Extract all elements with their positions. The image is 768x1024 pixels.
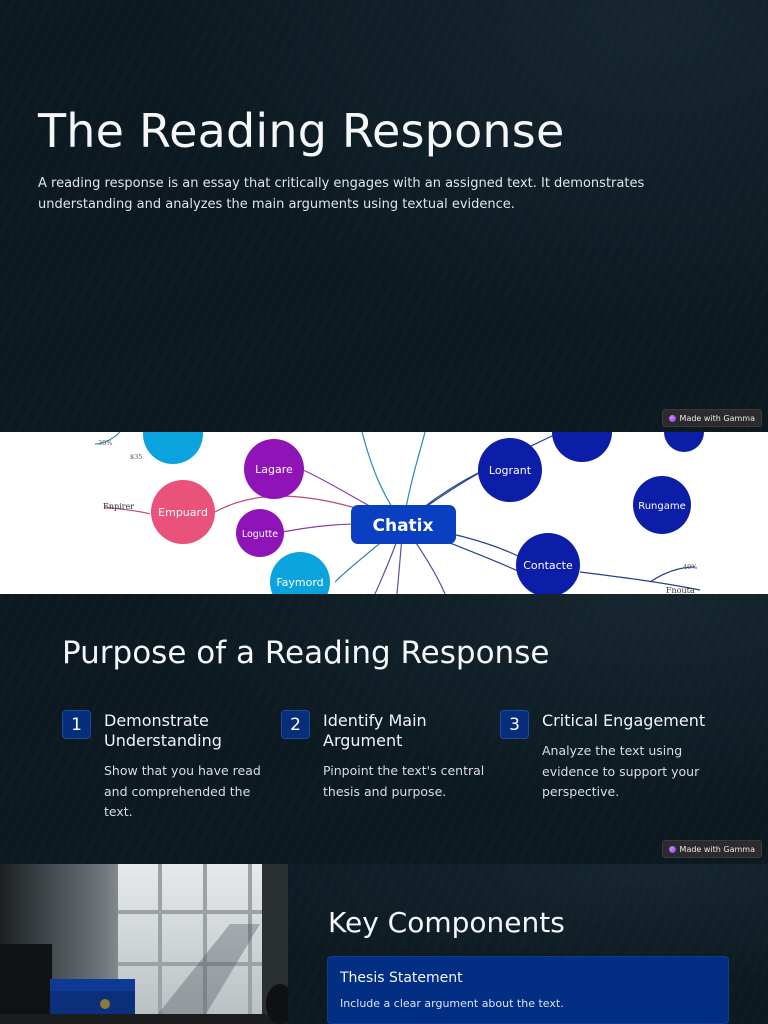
- mindmap-node-cyan-top: [143, 432, 203, 464]
- purpose-item-title: Demonstrate Understanding: [104, 711, 222, 750]
- mind-map-illustration: Lagare Empuard Logutte Faymord Logrant R…: [94, 432, 704, 594]
- purpose-item: 1 Demonstrate Understanding Show that yo…: [62, 710, 281, 823]
- purpose-slide: Purpose of a Reading Response 1 Demonstr…: [0, 594, 768, 864]
- purpose-item-title: Identify Main Argument: [323, 711, 427, 750]
- purpose-item-body: Show that you have read and comprehended…: [104, 763, 261, 819]
- mindmap-center-label: Chatix: [373, 516, 434, 536]
- mindmap-label-contacte: Contacte: [523, 559, 573, 572]
- purpose-item: 2 Identify Main Argument Pinpoint the te…: [281, 710, 500, 823]
- mindmap-label-faymord: Faymord: [276, 576, 323, 589]
- mindmap-node-lagare: [244, 439, 304, 499]
- mindmap-label-rungame: Rungame: [638, 501, 686, 512]
- mindmap-node-contacte: [516, 533, 580, 594]
- mindmap-small-label-35: $35: [130, 453, 142, 461]
- purpose-item-body: Analyze the text using evidence to suppo…: [542, 743, 700, 799]
- intro-paragraph: A reading response is an essay that crit…: [38, 176, 645, 212]
- purpose-item-title: Critical Engagement: [542, 711, 706, 730]
- key-components-slide: Key Components Thesis Statement Include …: [0, 864, 768, 1024]
- purpose-columns: 1 Demonstrate Understanding Show that yo…: [62, 710, 722, 823]
- mindmap-node-rungame: [633, 476, 691, 534]
- mindmap-node-navy-top-right: [664, 432, 704, 452]
- page-title: The Reading Response: [38, 104, 565, 158]
- made-with-gamma-badge[interactable]: Made with Gamma: [661, 840, 762, 858]
- title-slide: The Reading Response A reading response …: [0, 0, 768, 432]
- key-components-heading: Key Components: [328, 906, 565, 939]
- step-number-badge: 3: [500, 710, 529, 739]
- mindmap-node-faymord: [270, 552, 330, 594]
- purpose-item-body: Pinpoint the text's central thesis and p…: [323, 763, 485, 799]
- mindmap-node-logutte: [236, 509, 284, 557]
- made-with-gamma-badge[interactable]: Made with Gamma: [661, 409, 762, 427]
- component-card-title: Thesis Statement: [340, 970, 463, 986]
- badge-label: Made with Gamma: [679, 413, 755, 423]
- mindmap-label-empuard: Empuard: [158, 506, 208, 519]
- mindmap-node-logrant: [478, 438, 542, 502]
- purpose-heading: Purpose of a Reading Response: [62, 635, 550, 671]
- gamma-logo-icon: [668, 414, 676, 422]
- mindmap-small-label-fnouta: Fnouta: [666, 586, 695, 594]
- mindmap-small-label-40: 40%: [683, 563, 697, 571]
- mind-map-image: Lagare Empuard Logutte Faymord Logrant R…: [0, 432, 768, 594]
- mindmap-node-navy-top: [552, 432, 612, 462]
- purpose-item: 3 Critical Engagement Analyze the text u…: [500, 710, 719, 823]
- gamma-logo-icon: [668, 845, 676, 853]
- mindmap-node-empuard: [151, 480, 215, 544]
- badge-label: Made with Gamma: [679, 844, 755, 854]
- mindmap-label-lagare: Lagare: [255, 463, 293, 476]
- mindmap-center-node: [351, 505, 456, 544]
- mindmap-label-logutte: Logutte: [242, 529, 278, 540]
- component-card-thesis: Thesis Statement Include a clear argumen…: [327, 956, 729, 1024]
- office-desk-photo: [0, 864, 288, 1024]
- mindmap-label-logrant: Logrant: [489, 464, 532, 477]
- component-card-body: Include a clear argument about the text.: [340, 997, 564, 1010]
- mindmap-small-label-enpirer: Enpirer: [103, 502, 134, 511]
- mindmap-small-label-30: 30%: [98, 439, 112, 447]
- step-number-badge: 2: [281, 710, 310, 739]
- step-number-badge: 1: [62, 710, 91, 739]
